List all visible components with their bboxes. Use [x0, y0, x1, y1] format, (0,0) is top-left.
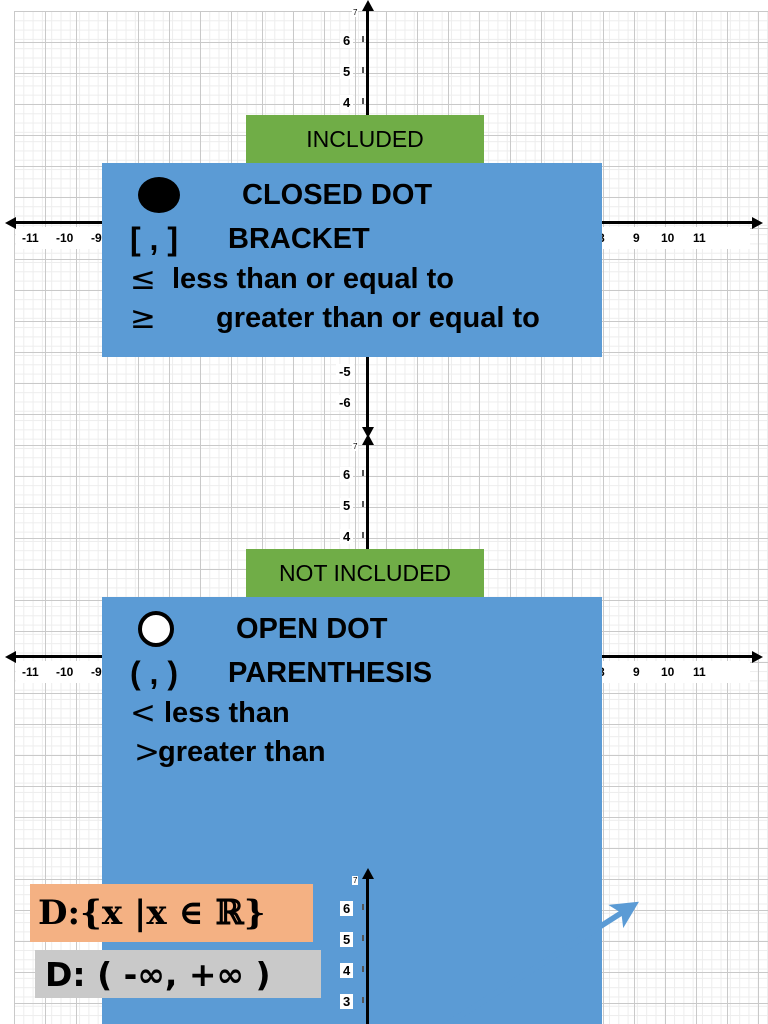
parenthesis-label: PARENTHESIS: [228, 657, 433, 689]
less-than-or-equal-label: less than or equal to: [172, 262, 454, 295]
x-tick-10: 10: [661, 665, 675, 679]
domain-interval-box[interactable]: D: ( -∞, +∞ ): [35, 950, 321, 998]
greater-than-or-equal-label: greater than or equal to: [216, 301, 540, 334]
less-than-icon: <: [130, 695, 156, 731]
closed-dot-icon: [138, 177, 180, 213]
row-parenthesis: ( , ) PARENTHESIS: [130, 655, 432, 692]
less-than-label: less than: [164, 696, 290, 729]
y-tick-5: 5: [340, 932, 354, 947]
y-tick-5: 5: [340, 64, 354, 79]
x-axis-arrow-left-icon: [5, 216, 16, 229]
y-tick-6: 6: [340, 467, 354, 482]
y-tick-neg5: -5: [336, 364, 354, 379]
not-included-card-main[interactable]: OPEN DOT ( , ) PARENTHESIS < less than >…: [102, 597, 602, 791]
x-tick-11: 11: [693, 665, 706, 679]
bracket-label: BRACKET: [228, 223, 370, 255]
y-tick-4: 4: [340, 963, 354, 978]
row-open-dot: OPEN DOT: [138, 611, 387, 647]
y-tick-mark-5: [362, 935, 364, 941]
y-axis-domain: [361, 868, 374, 1024]
y-tick-7: 7: [352, 442, 359, 451]
y-tick-mark-4: [362, 98, 364, 104]
x-label-strip-right: [595, 227, 750, 249]
y-axis-arrow-up-icon: [361, 434, 374, 445]
greater-than-icon: >: [134, 734, 160, 770]
y-tick-3: 3: [340, 994, 354, 1009]
open-dot-icon: [138, 611, 174, 647]
y-tick-mark-5: [362, 67, 364, 73]
included-tag-label: INCLUDED: [306, 125, 424, 152]
y-axis-arrow-up-icon: [361, 0, 374, 11]
x-tick-neg10: -10: [56, 231, 74, 245]
domain-set-builder-text: D:{x |x ∈ ℝ}: [38, 893, 266, 933]
parenthesis-symbol: ( , ): [130, 655, 178, 691]
y-tick-mark-5: [362, 501, 364, 507]
row-less-than: < less than: [130, 695, 290, 731]
panel-domain: 7 6 5 4 3: [0, 866, 768, 1024]
x-tick-neg10: -10: [56, 665, 74, 679]
panel-included: 7 6 5 4 -5 -6 -11 -10 -9 8 9 10 11 INCLU…: [0, 0, 768, 440]
closed-dot-label: CLOSED DOT: [242, 178, 433, 211]
x-axis-arrow-left-icon: [5, 650, 16, 663]
panel-not-included: 7 6 5 4 -5 -6 -11 -10 -9 8 9 10 11 NOT I…: [0, 432, 768, 1024]
y-tick-4: 4: [340, 529, 354, 544]
not-included-tag[interactable]: NOT INCLUDED: [246, 549, 484, 597]
included-tag[interactable]: INCLUDED: [246, 115, 484, 163]
greater-than-or-equal-icon: ≥: [130, 300, 156, 336]
y-tick-6: 6: [340, 901, 354, 916]
x-tick-11: 11: [693, 231, 706, 245]
open-dot-label: OPEN DOT: [236, 612, 388, 645]
x-tick-9: 9: [633, 665, 640, 679]
row-closed-dot: CLOSED DOT: [138, 177, 432, 213]
not-included-tag-label: NOT INCLUDED: [278, 559, 452, 586]
y-tick-mark-3: [362, 997, 364, 1003]
x-tick-neg9: -9: [91, 231, 102, 245]
y-tick-neg6: -6: [336, 395, 354, 410]
included-card[interactable]: CLOSED DOT [ , ] BRACKET ≤ less than or …: [102, 163, 602, 357]
greater-than-label: greater than: [158, 735, 326, 768]
y-tick-5: 5: [340, 498, 354, 513]
row-greater-equal: ≥ greater than or equal to: [130, 300, 540, 336]
y-tick-4: 4: [340, 95, 354, 110]
x-tick-neg11: -11: [22, 665, 39, 679]
x-tick-neg9: -9: [91, 665, 102, 679]
y-tick-mark-4: [362, 966, 364, 972]
row-bracket: [ , ] BRACKET: [130, 221, 370, 258]
x-tick-10: 10: [661, 231, 675, 245]
y-tick-mark-6: [362, 470, 364, 476]
row-less-equal: ≤ less than or equal to: [130, 261, 454, 297]
bracket-symbol: [ , ]: [130, 221, 178, 257]
domain-set-builder-box[interactable]: D:{x |x ∈ ℝ}: [30, 884, 313, 942]
y-tick-mark-4: [362, 532, 364, 538]
y-tick-mark-6: [362, 36, 364, 42]
x-tick-neg11: -11: [22, 231, 39, 245]
domain-interval-text: D: ( -∞, +∞ ): [45, 954, 271, 994]
y-tick-7: 7: [352, 8, 359, 17]
row-greater-than: > greater than: [134, 734, 326, 770]
x-label-strip-right: [595, 661, 750, 683]
y-axis-arrow-up-icon: [361, 868, 374, 879]
less-than-or-equal-icon: ≤: [130, 261, 156, 297]
y-tick-mark-6: [362, 904, 364, 910]
y-tick-6: 6: [340, 33, 354, 48]
y-axis-arrow-down-icon: [361, 427, 374, 438]
x-axis-arrow-right-icon: [752, 216, 763, 229]
x-tick-9: 9: [633, 231, 640, 245]
y-tick-7: 7: [352, 876, 359, 885]
x-axis-arrow-right-icon: [752, 650, 763, 663]
